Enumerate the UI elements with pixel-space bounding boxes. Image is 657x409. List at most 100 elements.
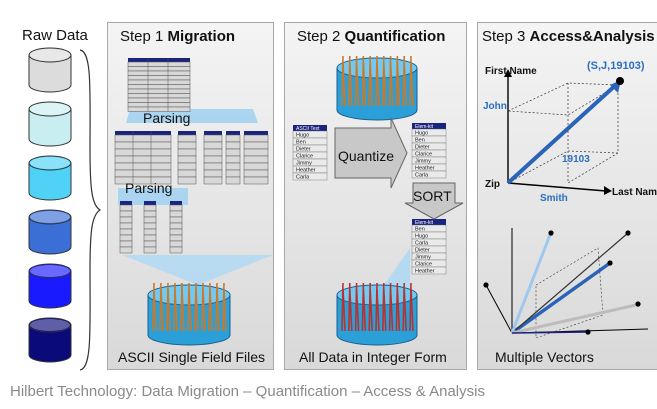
step3-caption: Multiple Vectors [495, 349, 594, 365]
table-cell: Jimmy [415, 255, 431, 261]
parsing-band-1 [126, 109, 258, 123]
last-name-axis [507, 182, 607, 192]
parsing-label-1: Parsing [143, 110, 191, 126]
raw-data-brace [79, 49, 102, 371]
table-header: ASCII Text [296, 126, 320, 132]
vector-blue [510, 261, 612, 335]
john-label: John [483, 101, 507, 112]
table-cell: Carla [415, 173, 429, 179]
step1-title-prefix: Step 1 [120, 28, 168, 45]
field-column-c [169, 201, 183, 254]
step3-title-prefix: Step 3 [482, 28, 530, 45]
multiple-vectors [483, 228, 649, 339]
zip-value-label: 19103 [562, 154, 590, 165]
step1-title: Step 1 Migration [120, 28, 235, 45]
step2-title: Step 2 Quantification [297, 28, 445, 45]
quantize-arrow [334, 117, 408, 189]
point-label: (S,J,19103) [587, 60, 645, 72]
vector-endpoint [625, 230, 631, 236]
table-header: Elem-kit [415, 124, 434, 130]
step3-title: Step 3 Access&Analysis [482, 28, 655, 45]
parsed-table-a [114, 131, 172, 185]
step2-caption: All Data in Integer Form [299, 349, 447, 365]
main-vector [506, 81, 620, 185]
table-cell: Heather [415, 166, 435, 172]
vector-endpoint [585, 329, 591, 335]
integer-flow-arrow [377, 248, 410, 295]
raw-data-cylinders [28, 47, 102, 371]
footer-caption: Hilbert Technology: Data Migration – Qua… [10, 383, 485, 400]
vector-point [616, 77, 624, 85]
step2-quantification-graphic: ASCII TextHugoBenDieterClariceJimmyHeath… [292, 55, 464, 346]
step1-migration-graphic [114, 58, 273, 346]
step1-title-bold: Migration [167, 28, 236, 45]
table-cell: Heather [296, 168, 316, 174]
vector-axes [504, 69, 612, 195]
table-cell: Carla [415, 241, 429, 247]
integer-table: Elem-kitHugoBenDieterClariceJimmyHeather… [411, 123, 447, 179]
raw-data-cylinder [28, 209, 72, 255]
table-cell: Ben [415, 138, 425, 144]
ascii-data-cylinder [336, 55, 418, 121]
parsed-table-c [203, 131, 223, 185]
table-cell: Clarice [296, 154, 313, 160]
parsed-table-d [225, 131, 241, 185]
table-cell: Jimmy [415, 159, 431, 165]
integer-data-cylinder [336, 282, 418, 346]
raw-data-cylinder [28, 317, 72, 363]
raw-data-label: Raw Data [22, 27, 88, 44]
vector-grey [511, 303, 637, 335]
table-cell: Dieter [415, 145, 430, 151]
table-cell: Dieter [415, 248, 430, 254]
table-cell: Carla [296, 175, 310, 181]
sorted-table: Elem-kitBenHugoCarlaDieterJimmyClariceHe… [411, 219, 447, 275]
parsed-table-b [177, 131, 197, 185]
smith-label: Smith [540, 193, 568, 204]
source-table [127, 58, 191, 112]
table-cell: Hugo [415, 131, 428, 137]
parsed-table-e [243, 131, 269, 185]
table-cell: Ben [296, 140, 306, 146]
table-cell: Jimmy [296, 161, 312, 167]
step2-title-prefix: Step 2 [297, 28, 345, 45]
vector-endpoint [483, 282, 489, 288]
vector-light-blue [510, 234, 552, 334]
raw-data-cylinder [28, 155, 72, 201]
table-cell: Ben [415, 227, 425, 233]
ascii-field-cylinder [147, 282, 231, 346]
step1-panel: Step 1 Migration Parsing Parsing ASCII S… [107, 22, 274, 370]
step2-title-bold: Quantification [344, 28, 446, 45]
vector-endpoint [607, 260, 613, 266]
ascii-text-table: ASCII TextHugoBenDieterClariceJimmyHeath… [292, 125, 328, 181]
table-cell: Clarice [415, 152, 432, 158]
step1-caption: ASCII Single Field Files [118, 349, 266, 365]
sort-arrow [404, 182, 464, 220]
migration-arrow [122, 255, 273, 285]
zip-axis-label: Zip [485, 179, 500, 190]
table-cell: Clarice [415, 262, 432, 268]
field-column-b [143, 201, 157, 254]
vector-endpoint [635, 301, 641, 307]
first-name-axis-label: First Name [485, 66, 537, 77]
table-cell: Heather [415, 269, 435, 275]
vector-dark [511, 232, 629, 334]
parsing-band-2 [118, 188, 188, 205]
vector-endpoint [548, 230, 554, 236]
step3-panel: Step 3 Access&Analysis First Name (S,J,1… [477, 22, 657, 370]
parsing-label-2: Parsing [125, 180, 173, 196]
sort-label: SORT [413, 188, 452, 204]
raw-data-cylinder [28, 263, 72, 309]
raw-data-cylinder [28, 101, 72, 147]
raw-data-cylinder [28, 47, 72, 93]
quantize-label: Quantize [338, 148, 395, 164]
step3-title-bold: Access&Analysis [529, 28, 655, 45]
vector-navy [511, 331, 589, 334]
table-header: Elem-kit [415, 220, 434, 226]
table-cell: Dieter [296, 147, 311, 153]
table-cell: Hugo [296, 133, 309, 139]
field-column-a [119, 201, 133, 254]
table-cell: Hugo [415, 234, 428, 240]
last-name-axis-label: Last Name [612, 187, 657, 198]
step3-vector-graphic [483, 69, 649, 339]
